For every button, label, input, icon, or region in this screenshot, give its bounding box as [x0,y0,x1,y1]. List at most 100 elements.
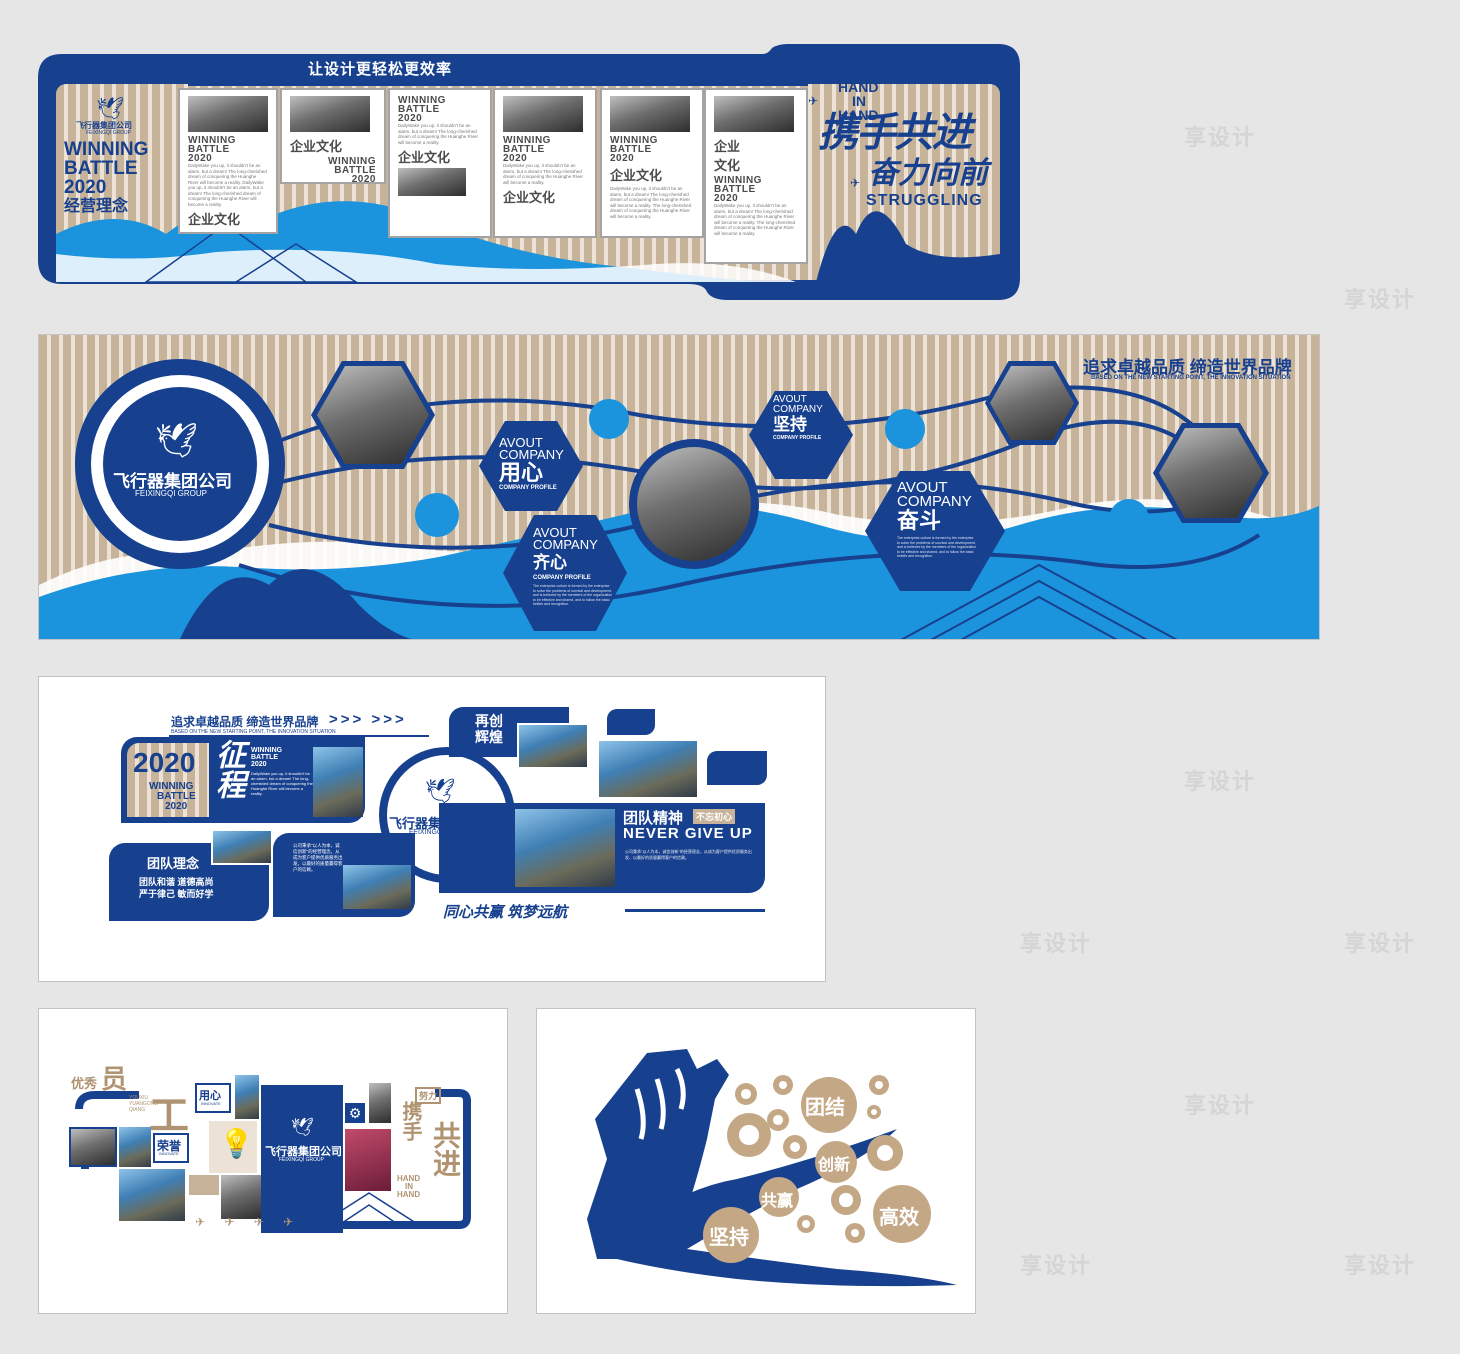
card-en-3: 2020 [398,113,423,124]
year: 2020 [133,747,196,778]
chuangxin: 创新 [818,1155,851,1174]
zaichuang-2: 辉煌 [475,729,503,745]
panel-gears: 团结 创新 共赢 高效 坚持 [536,1008,976,1314]
card-cn: 企业文化 [714,139,741,173]
panel-winning-battle: 让设计更轻松更效率 🕊 飞行器集团公司 FEIXINGQI GROUP WINN… [38,44,1020,300]
card-en-3: 2020 [188,153,213,164]
calligraphy-fenli: 奋力向前 [868,156,988,191]
hand-2: IN [852,93,866,109]
card-en-1: WINNING [328,156,376,167]
deco-block-2 [707,751,767,785]
pinyin-3: QIANG [129,1107,146,1113]
company-word: COMPANY [773,404,823,415]
left-title-4: 经营理念 [64,198,129,215]
gong: 工 [149,1092,189,1139]
gear-icon [797,1215,815,1233]
company-name: 飞行器集团公司 [265,1146,342,1158]
culture-card-6: 企业文化 WINNING BATTLE 2020 DailyWake you u… [704,88,808,264]
gear-icon [767,1109,789,1131]
card-en-2: BATTLE [714,184,756,195]
struggling: STRUGGLING [866,192,983,209]
slogan-en: BASED ON THE NEW STARTING POINT, THE INN… [171,729,336,735]
avout: AVOUT [533,525,577,540]
gear-icon [773,1075,793,1095]
company-name-en: FEIXINGQI GROUP [135,489,208,498]
deco-block-1 [607,709,655,735]
jianchi-badge [703,1207,759,1263]
hex-jianchi-text: AVOUT COMPANY 坚持 COMPANY PROFILE [773,395,823,442]
tuanjie: 团结 [805,1095,845,1119]
card-cn: 企业文化 [610,168,663,183]
gaoxiao: 高效 [879,1205,919,1229]
circle-photo-palm [629,439,759,569]
innovate: INNOVATE [201,1101,221,1106]
card-body: DailyWake you up, it shouldn't be an ala… [610,186,692,219]
company-small-en: FEIXINGQI GROUP [86,130,132,136]
culture-card-1: WINNING BATTLE 2020 DailyWake you up, it… [178,88,278,234]
hex-body: The enterprise culture is formed by the … [897,536,977,558]
hex-qixin [503,515,627,631]
wb-3: 2020 [165,801,188,812]
team-line-1: 团队和谐 道德高尚 [139,877,214,887]
fist-illustration [587,1049,957,1287]
slogan: 追求卓越品质 缔造世界品牌 [1083,358,1292,377]
slogan: 追求卓越品质 缔造世界品牌 [171,715,319,729]
gear-icon [867,1135,903,1171]
card-en-2: BATTLE [610,144,652,155]
card-en-1: WINNING [503,135,551,146]
buwang-tag: 不忘初心 [693,809,736,824]
photo-sea [343,865,411,909]
watermark: 享设计 [1344,287,1417,312]
card-en-3: 2020 [351,174,376,185]
company-word: COMPANY [897,493,972,510]
gear-icon [727,1113,771,1157]
photo-tower [313,747,363,817]
company-circle [75,359,285,569]
gongjin: 共进 [429,1121,462,1177]
arrows: >>> >>> [329,711,407,728]
hand-1: HAND [397,1174,421,1183]
avout: AVOUT [897,479,948,496]
hex-title: 奋斗 [897,508,942,533]
never-give-up: NEVER GIVE UP [623,825,753,842]
hand-3: HAND [397,1190,421,1199]
gongying: 共赢 [761,1191,794,1210]
photo-beach [119,1127,151,1167]
year-stripe-box [127,743,209,817]
card-en-1: WINNING [610,135,658,146]
card-en-2: BATTLE [334,165,376,176]
bottom-slogan: 同心共赢 筑梦远航 [443,904,568,921]
slogan-en: BASED ON THE NEW STARTING POINT, THE INN… [1091,375,1291,381]
bulb-block [209,1121,257,1173]
card-cn: 企业文化 [398,150,451,165]
rongyu: 荣誉 [157,1139,182,1153]
left-title-3: 2020 [64,177,107,198]
photo-small [369,1083,391,1123]
watermark: 享设计 [1344,1253,1417,1278]
company-panel [261,1085,343,1233]
photo-beach [211,829,273,865]
card-en-3: 2020 [610,153,635,164]
gear-icon [869,1075,889,1095]
xieshou: 携手 [399,1101,423,1141]
profile: COMPANY PROFILE [533,575,591,581]
youxiu: 优秀 [71,1077,98,1092]
hex-body: The enterprise culture is formed by the … [533,584,613,606]
team-idea: 团队理念 [147,856,200,871]
card-en-2: BATTLE [398,104,440,115]
card-cn: 企业文化 [503,190,556,205]
culture-card-5: WINNING BATTLE 2020 企业文化 DailyWake you u… [600,88,704,238]
hex-yongxin-text: AVOUT COMPANY 用心 COMPANY PROFILE [499,436,564,491]
photo-tower-flags [515,809,615,887]
rongyu-block [153,1133,189,1163]
watermark: 享设计 [1344,931,1417,956]
company-word: COMPANY [533,537,598,552]
bird-icon: ✈ [808,94,819,108]
wb-1: WINNING [149,781,194,792]
card-en-1: WINNING [714,175,762,186]
wb-small-1: WINNING [251,747,283,754]
card-en-1: WINNING [398,95,446,106]
photo-tan-block [189,1175,219,1195]
gaoxiao-badge [873,1185,931,1243]
hand-in-hand: HAND IN HAND [838,80,878,122]
